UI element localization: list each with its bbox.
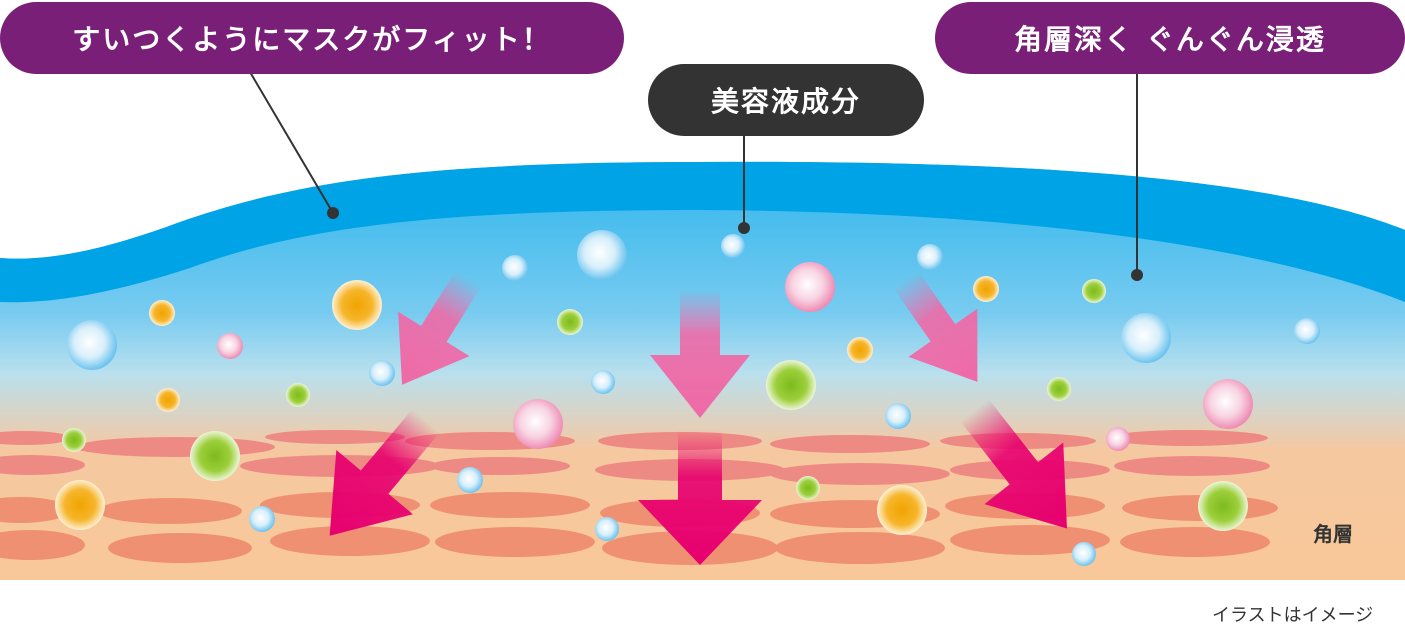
leader-lines [249,71,1138,275]
page-margin [0,580,1405,624]
ingredient-droplet-icon [721,234,745,258]
ingredient-droplet-icon [513,399,563,449]
ingredient-droplet-icon [591,370,615,394]
ingredient-droplet-icon [369,360,395,386]
ingredient-droplet-icon [1082,279,1106,303]
ingredient-droplet-icon [877,485,927,535]
ingredient-droplet-icon [190,431,240,481]
down-arrow-icon [893,270,978,382]
down-arrow-icon [398,270,481,385]
ingredient-droplet-icon [557,309,583,335]
ingredient-droplets [55,230,1320,566]
ingredient-droplet-icon [1121,313,1171,363]
ingredient-droplet-icon [917,244,943,270]
leader-dot [327,207,339,219]
ingredient-droplet-icon [217,333,243,359]
mask-fit-label: すいつくようにマスクがフィット！ [0,2,624,74]
ingredient-droplet-icon [1072,542,1096,566]
ingredient-droplet-icon [885,403,911,429]
ingredient-droplet-icon [595,517,619,541]
ingredient-droplet-icon [785,262,835,312]
leader-dots [327,207,1143,281]
ingredient-droplet-icon [156,388,180,412]
ingredient-droplet-icon [332,280,382,330]
ingredient-droplet-icon [1198,481,1248,531]
ingredient-droplet-icon [577,230,627,280]
stratum-corneum-label: 角層 [1313,522,1353,546]
ingredient-droplet-icon [796,476,820,500]
leader-dot [738,222,750,234]
illustration-caption: イラストはイメージ [1212,605,1374,626]
ingredient-droplet-icon [286,383,310,407]
ingredient-droplet-icon [457,467,483,493]
ingredient-droplet-icon [502,255,528,281]
leader-dot [1131,269,1143,281]
down-arrow-icon [960,399,1067,529]
ingredient-droplet-icon [1047,377,1071,401]
down-arrow-icon [650,290,750,418]
ingredient-droplet-icon [55,480,105,530]
deep-penetration-label: 角層深く ぐんぐん浸透 [935,2,1405,74]
down-arrow-icon [638,430,762,565]
ingredient-droplet-icon [1203,379,1253,429]
ingredient-droplet-icon [1106,427,1130,451]
down-arrow-icon [329,409,440,536]
beauty-ingredient-label: 美容液成分 [648,64,924,136]
ingredient-droplet-icon [766,360,816,410]
ingredient-droplet-icon [1294,318,1320,344]
leader-line-mask [249,71,334,214]
ingredient-droplet-icon [847,337,873,363]
ingredient-droplet-icon [249,506,275,532]
mask-layer [0,161,1405,303]
ingredient-droplet-icon [149,300,175,326]
ingredient-droplet-icon [67,320,117,370]
ingredient-droplet-icon [62,428,86,452]
ingredient-droplet-icon [973,276,999,302]
penetration-arrows [329,270,1067,565]
